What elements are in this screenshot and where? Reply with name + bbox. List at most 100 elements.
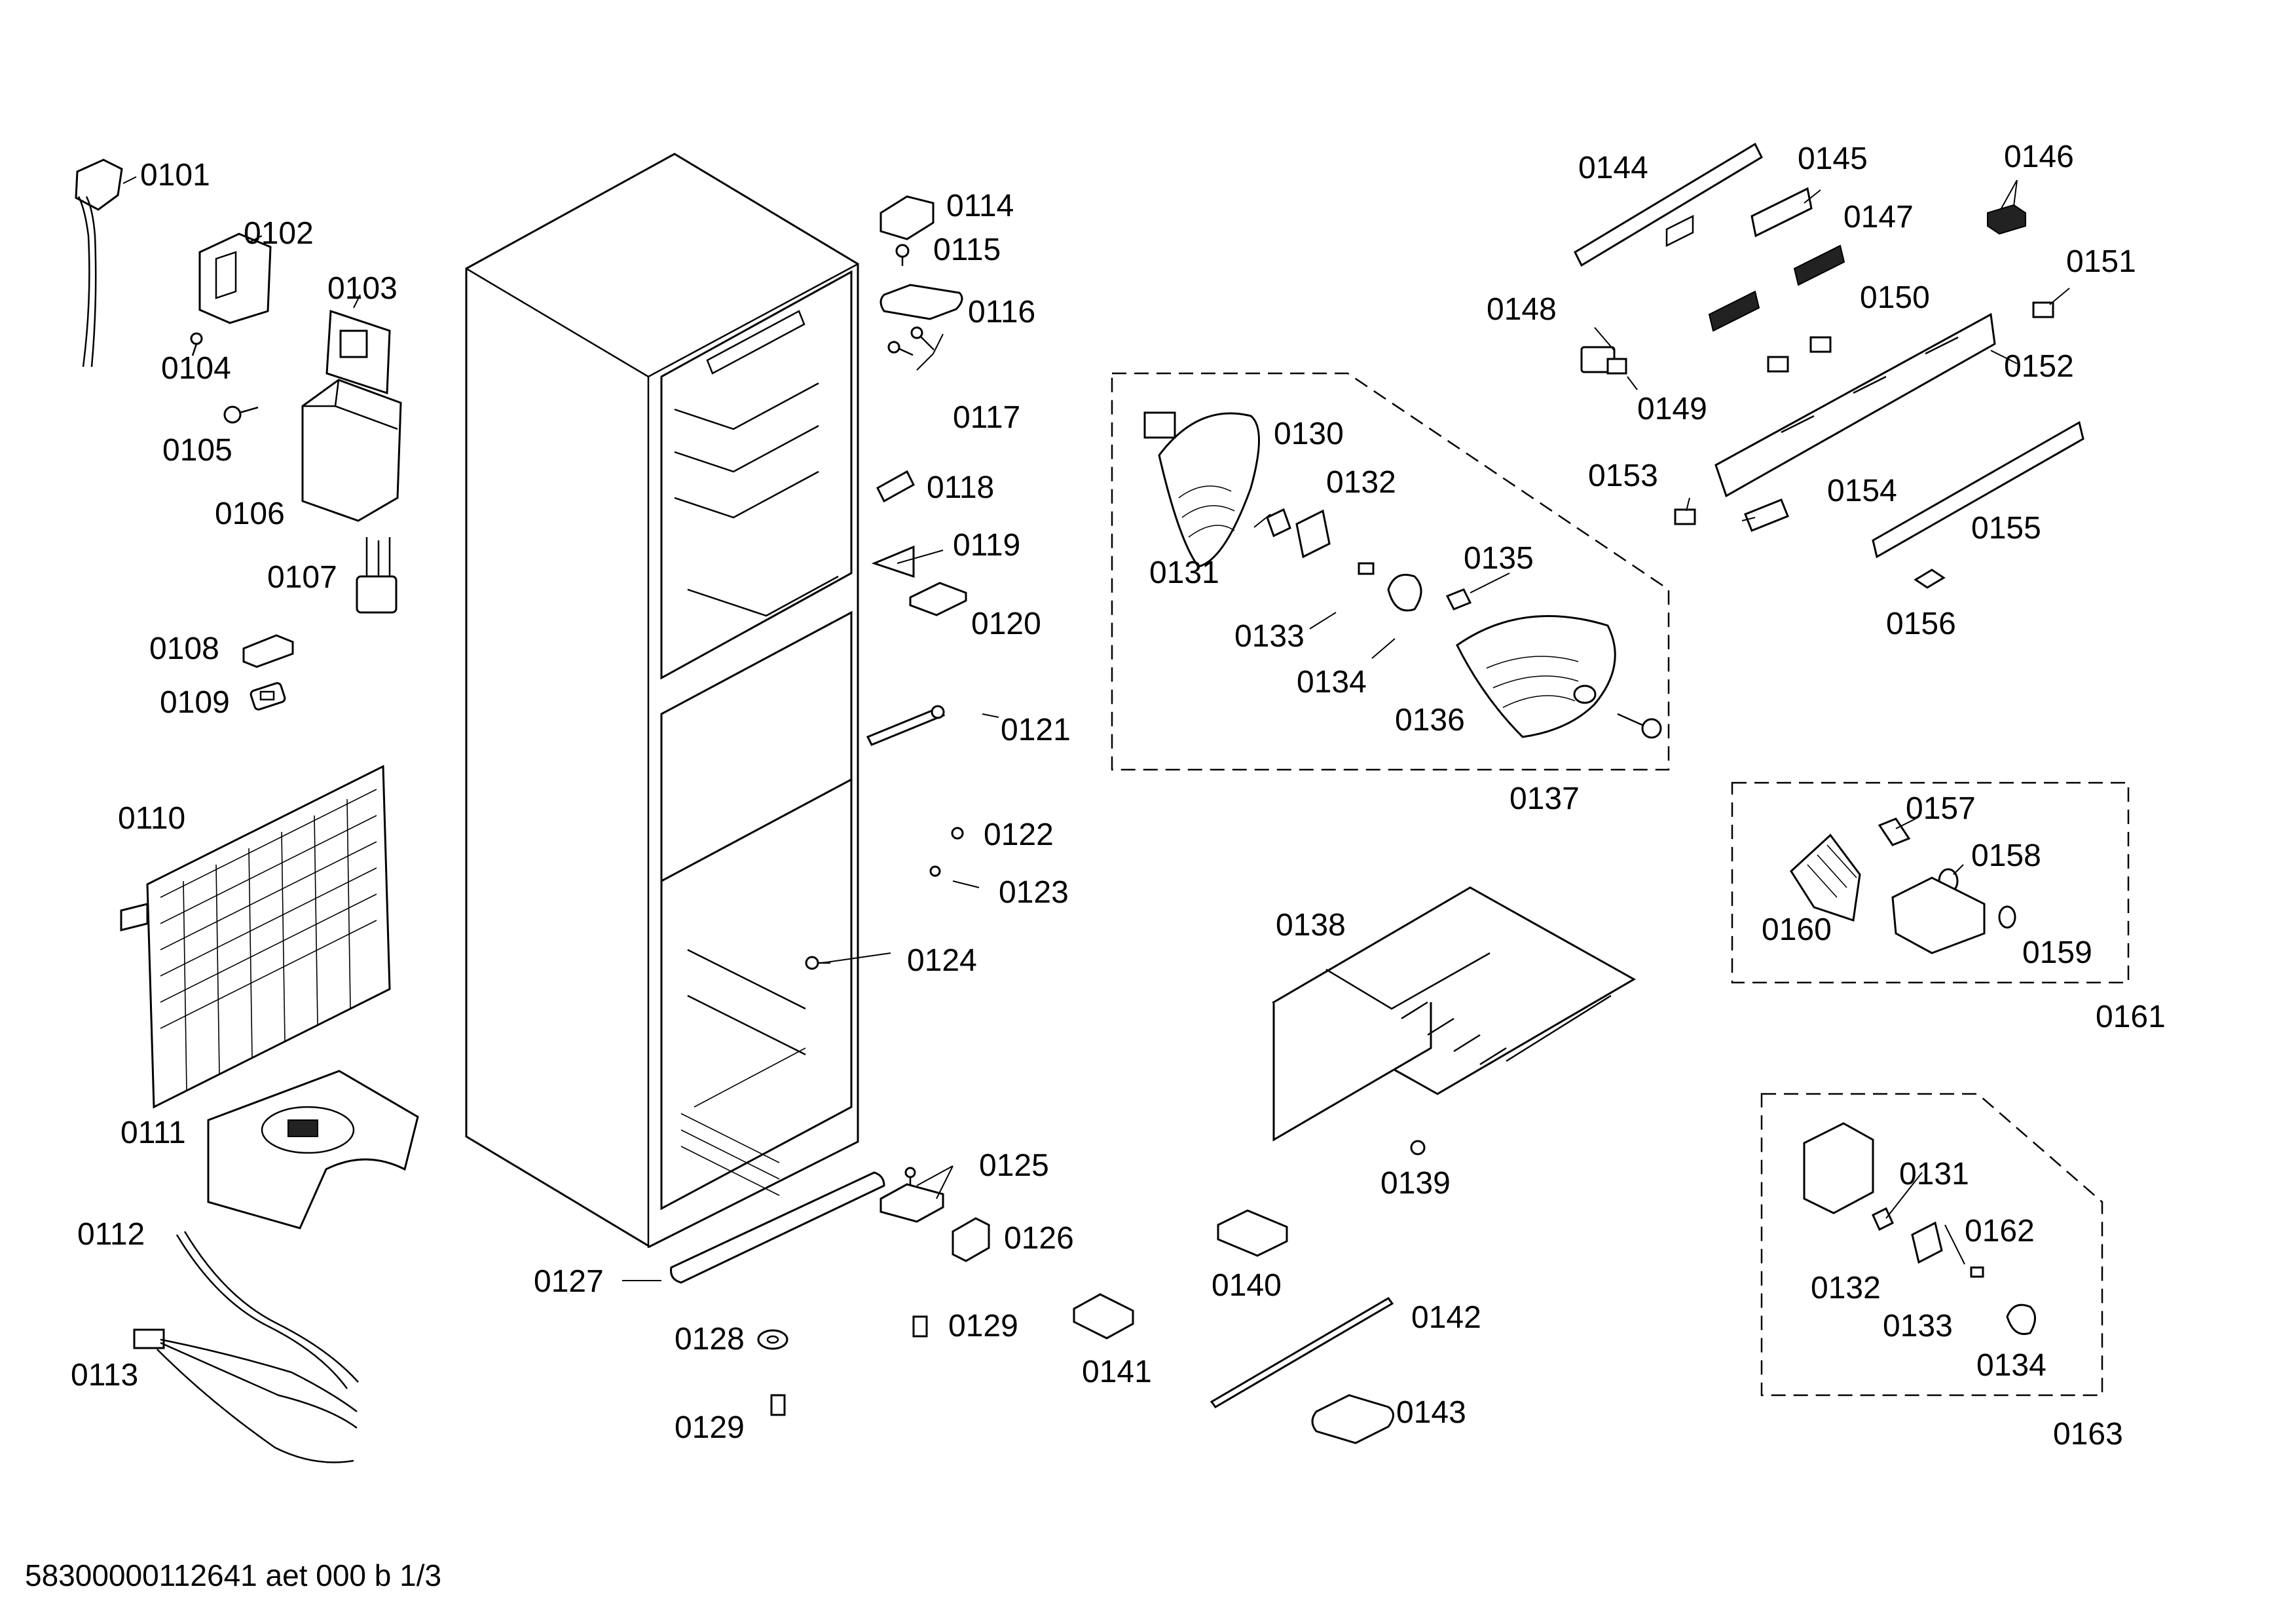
label-0126: 0126 [1004,1221,1074,1256]
part-0114 [880,195,935,240]
part-0104-screw [190,332,203,356]
part-0127 [670,1171,885,1284]
label-0144: 0144 [1578,151,1648,185]
label-0108: 0108 [149,631,219,666]
label-0143: 0143 [1396,1395,1466,1430]
part-0101-plug [75,159,137,367]
label-0116: 0116 [968,295,1035,329]
part-0141 [1073,1293,1134,1340]
part-0151 [2032,301,2054,318]
part-0118 [876,470,915,503]
label-0135: 0135 [1464,541,1534,576]
label-0128: 0128 [675,1322,745,1357]
part-0157 [1878,817,1911,846]
part-0145 [1750,187,1813,238]
part-0125 [880,1167,944,1223]
part-0116 [880,284,963,320]
part-0129b [770,1394,786,1416]
label-0103: 0103 [327,271,398,306]
label-0129-top: 0129 [948,1309,1018,1343]
part-0147 [1793,244,1845,286]
label-0129-bottom: 0129 [675,1410,745,1445]
part-0153 [1674,508,1696,525]
part-0111-drip-tray [207,1070,419,1229]
part-0155 [1872,421,2084,559]
label-0132: 0132 [1326,465,1396,500]
label-0149: 0149 [1637,392,1707,426]
part-0128 [757,1329,788,1350]
part-0149 [1606,358,1627,375]
label-0152: 0152 [2004,349,2074,384]
group-0163-boundary [1760,1093,2103,1397]
label-0136: 0136 [1395,703,1465,738]
part-0123 [929,865,941,877]
part-0142 [1210,1297,1394,1408]
part-0143 [1311,1394,1394,1444]
part-0132-motor [1295,509,1331,559]
label-0133: 0133 [1234,619,1305,654]
label-0163: 0163 [2053,1417,2123,1452]
part-0109-clip [250,682,286,711]
part-0136-fan-cover [1456,614,1616,738]
part-0119 [871,545,915,578]
part-0144-control-board [1574,142,1763,267]
label-0153: 0153 [1588,459,1658,493]
label-0138: 0138 [1276,908,1346,943]
part-0133-b [1970,1266,1984,1278]
label-0148: 0148 [1487,292,1557,327]
label-0160: 0160 [1762,912,1832,947]
part-0108-clip [242,634,294,668]
label-0107: 0107 [267,560,337,595]
label-0121: 0121 [1001,713,1071,747]
label-0130: 0130 [1274,417,1344,451]
part-0139 [1410,1140,1426,1155]
label-0115: 0115 [933,233,1001,267]
part-0121 [866,705,946,746]
part-labels: 0101 0102 0103 0104 0105 0106 0107 0108 … [71,140,2166,1452]
label-0162: 0162 [1965,1214,2035,1248]
label-0159: 0159 [2022,935,2092,970]
group-0161-boundary [1731,781,2130,984]
leader-lines [622,179,2070,1281]
label-0127: 0127 [534,1264,604,1299]
part-cabinet [465,153,859,1248]
label-0147: 0147 [1843,200,1914,235]
part-0131-motor-bracket [1266,508,1291,538]
label-0122: 0122 [984,817,1054,852]
part-0152-light-housing [1714,312,1996,498]
part-0112-wire [176,1231,359,1389]
label-0111: 0111 [120,1116,186,1150]
part-0103-relay [325,294,391,395]
part-0136-washer [1573,685,1597,704]
label-0106: 0106 [215,497,285,531]
label-0131-group2: 0131 [1899,1157,1969,1192]
part-0159 [1998,905,2016,929]
part-0140 [1217,1209,1288,1257]
label-0134: 0134 [1297,665,1367,700]
label-0120: 0120 [971,607,1041,641]
label-0117: 0117 [953,400,1020,435]
group-0137-boundary [1111,372,1670,771]
label-0133-group2: 0133 [1883,1309,1953,1343]
label-0113: 0113 [71,1358,138,1393]
part-0117 [887,326,935,356]
part-0122 [951,827,964,840]
label-0154: 0154 [1827,474,1897,508]
part-0130-fan-housing [1143,411,1260,568]
part-0129a [912,1315,928,1338]
label-0140: 0140 [1212,1268,1282,1303]
part-0110-condenser [120,764,391,1109]
label-0141: 0141 [1082,1355,1152,1389]
part-0132-b [1911,1221,1943,1264]
label-0139: 0139 [1380,1166,1451,1201]
part-0120 [909,582,967,616]
label-0156: 0156 [1886,607,1956,641]
part-0163-housing [1803,1122,1874,1214]
part-0135-bushing [1445,588,1472,610]
part-0113-harness [133,1328,358,1463]
label-0161: 0161 [2096,1000,2166,1034]
label-0125: 0125 [979,1148,1049,1183]
label-0146: 0146 [2004,140,2074,174]
